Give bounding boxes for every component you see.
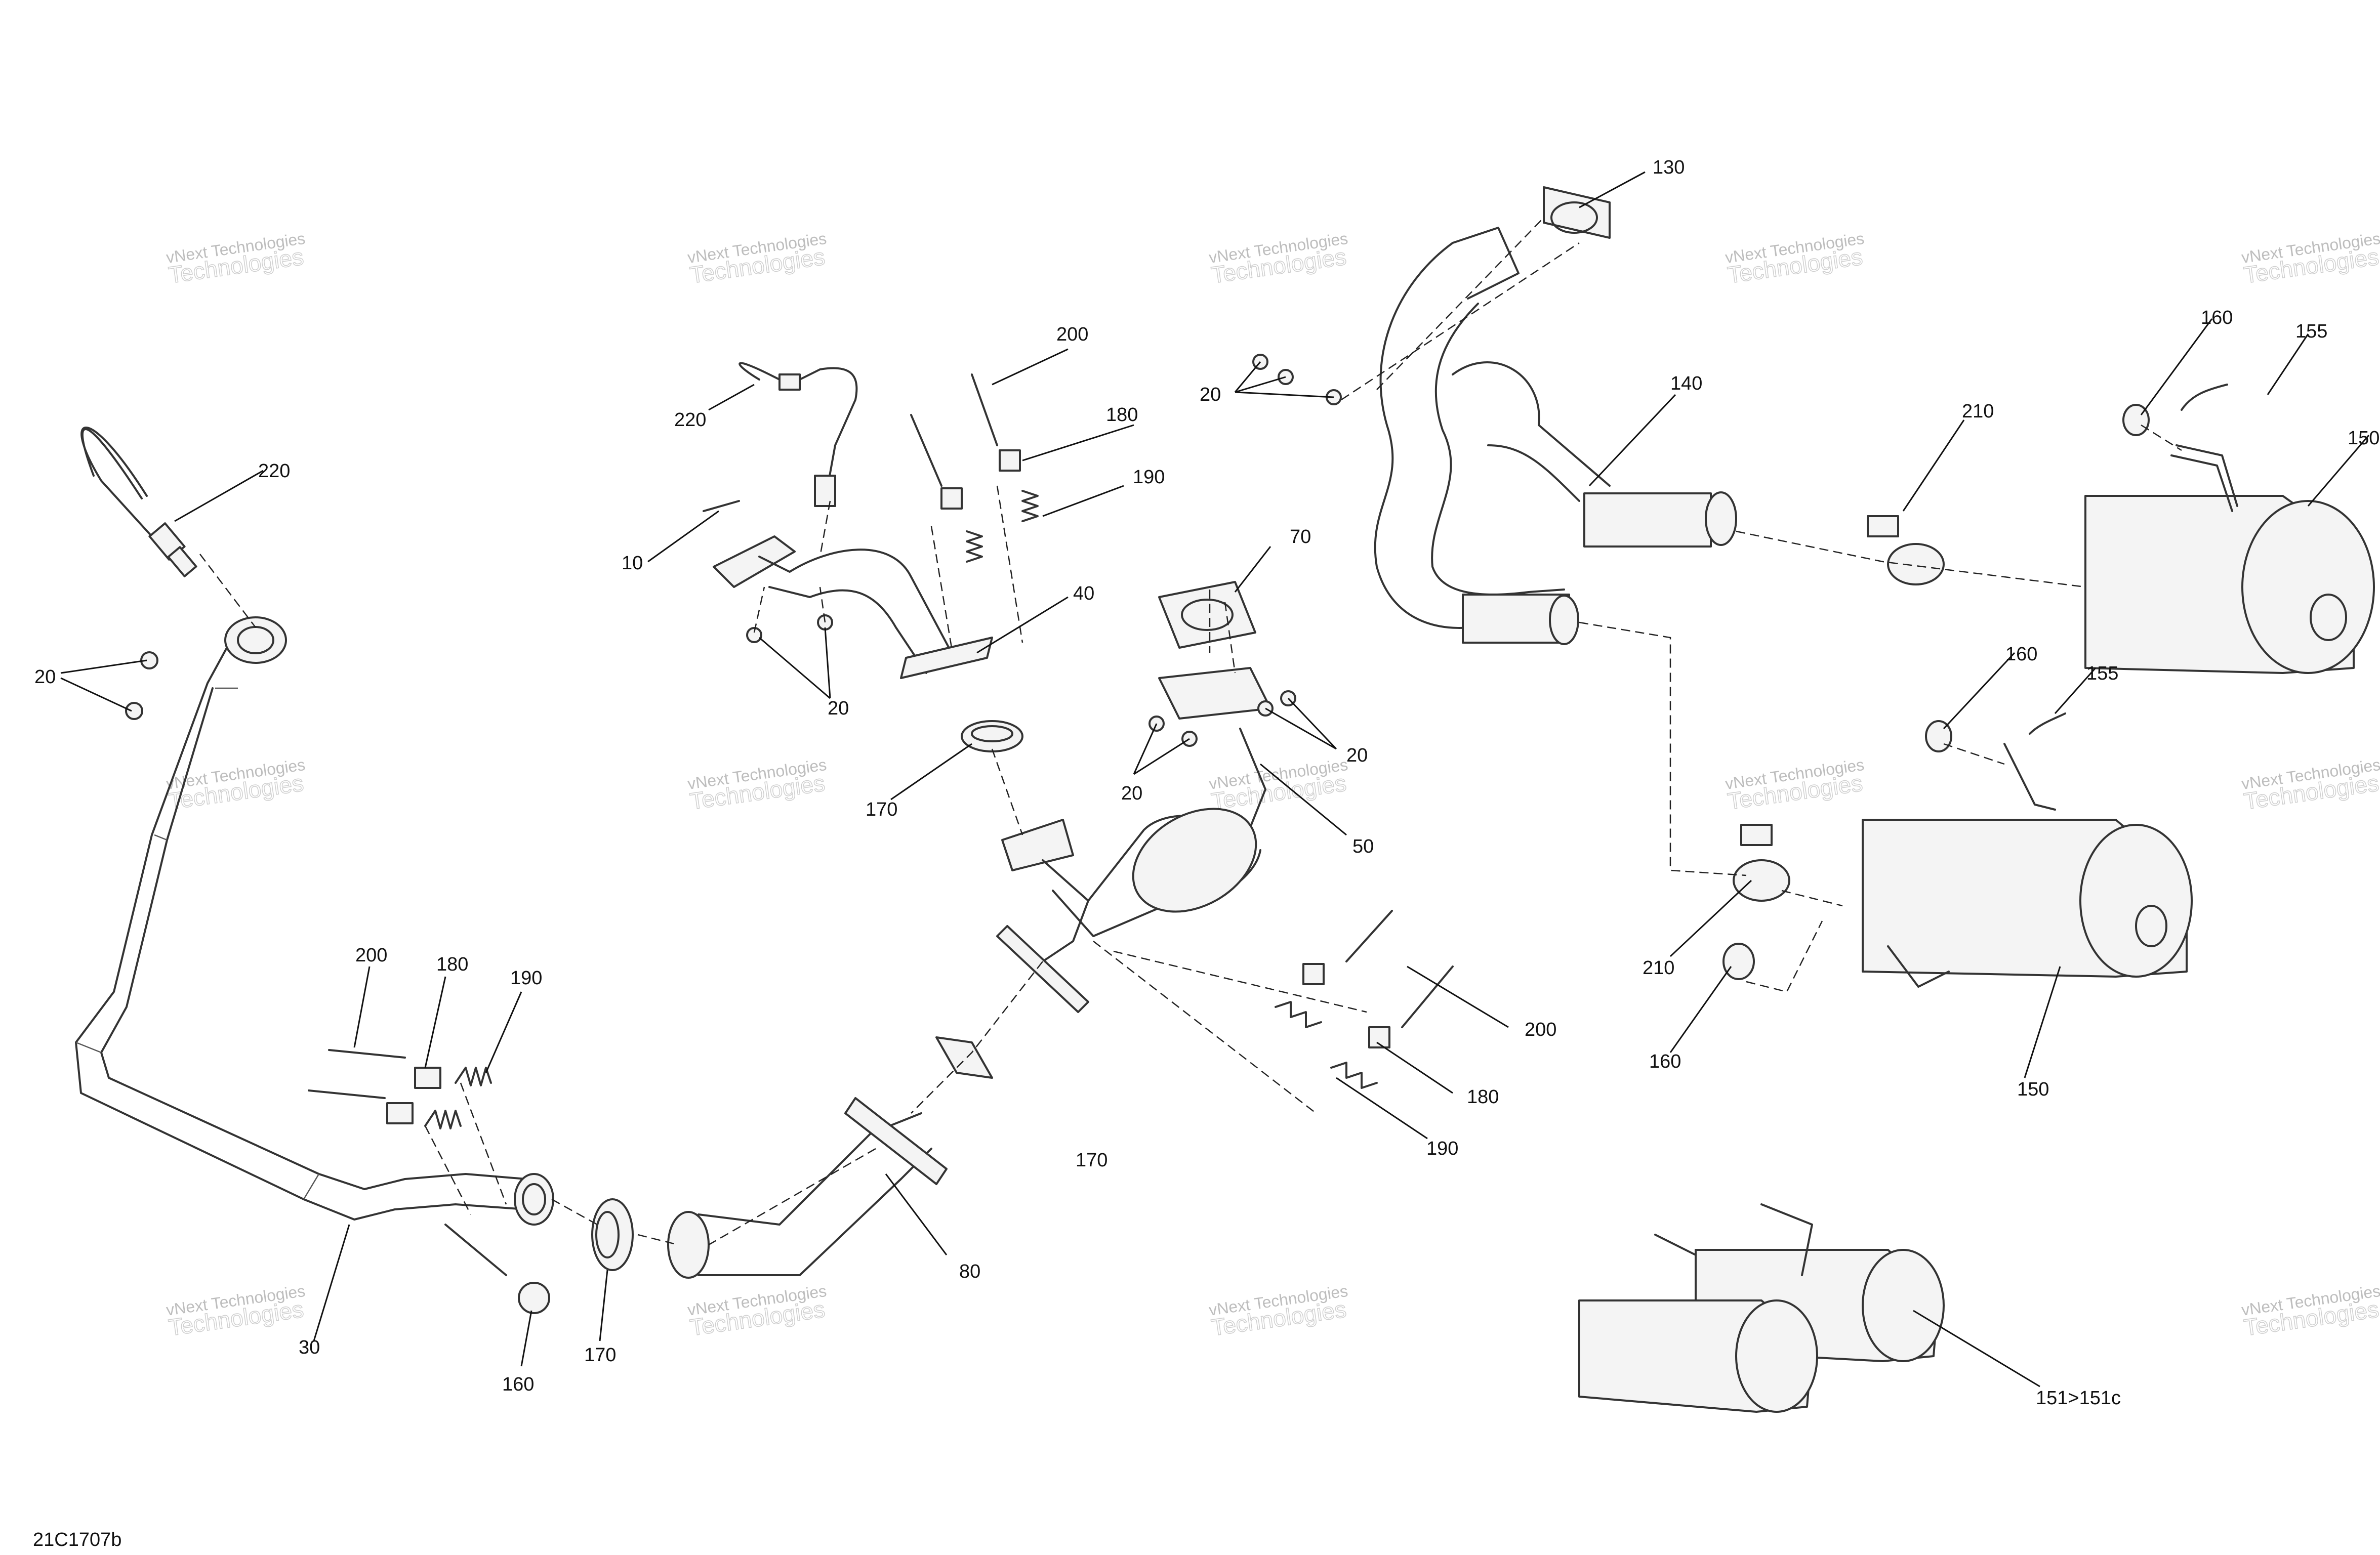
callout-210: 210 <box>1962 401 1994 422</box>
watermark: vNext Technologies Technologies <box>1208 755 1349 815</box>
bolt-spring-set-upper <box>910 373 1039 563</box>
watermark: vNext Technologies Technologies <box>2240 1282 2380 1341</box>
watermark: vNext Technologies Technologies <box>1724 229 1865 289</box>
callout-130: 130 <box>1653 157 1685 178</box>
bolt-spring-set-left <box>308 1049 550 1314</box>
callout-200: 200 <box>1056 324 1088 345</box>
oxygen-sensor-left <box>80 427 197 577</box>
sealing-ring-mid <box>935 1036 993 1079</box>
muffler-upper <box>2084 384 2375 674</box>
callout-160: 160 <box>2201 307 2233 328</box>
callout-190: 190 <box>510 968 542 989</box>
watermark: vNext Technologies Technologies <box>2240 755 2380 815</box>
watermark: vNext Technologies Technologies <box>1208 229 1349 289</box>
clamp-lower <box>1733 824 1790 902</box>
watermark: vNext Technologies Technologies <box>686 1282 828 1341</box>
sealing-ring-upper <box>961 720 1023 752</box>
callout-180: 180 <box>436 954 468 975</box>
watermark: vNext Technologies Technologies <box>165 1282 306 1341</box>
callout-220: 220 <box>674 409 706 431</box>
callout-210: 210 <box>1643 957 1674 979</box>
callout-220: 220 <box>258 460 290 482</box>
leader-lines <box>60 171 2370 1388</box>
callout-151-151c: 151>151c <box>2036 1388 2121 1409</box>
callout-190: 190 <box>1426 1138 1458 1159</box>
watermarks: vNext Technologies Technologies vNext Te… <box>165 229 2380 1341</box>
callout-150: 150 <box>2017 1079 2049 1100</box>
oxygen-sensor-upper <box>738 362 858 507</box>
watermark: vNext Technologies Technologies <box>165 229 306 289</box>
callout-200: 200 <box>355 945 387 966</box>
alignment-lines <box>199 217 2182 1246</box>
callout-10: 10 <box>622 553 643 574</box>
callout-160: 160 <box>1649 1051 1681 1072</box>
callout-180: 180 <box>1106 404 1138 426</box>
callout-155: 155 <box>2086 663 2118 684</box>
rear-header-pipe <box>703 500 993 679</box>
watermark: vNext Technologies Technologies <box>1724 755 1865 815</box>
clamp-upper <box>1867 515 1945 585</box>
callout-50: 50 <box>1352 836 1374 857</box>
callout-20: 20 <box>1346 745 1368 766</box>
callout-170: 170 <box>866 799 897 820</box>
callout-20: 20 <box>34 666 56 688</box>
callout-180: 180 <box>1467 1086 1499 1108</box>
callout-155: 155 <box>2295 321 2327 342</box>
drawing-code: 21C1707b <box>33 1529 121 1550</box>
callout-160: 160 <box>2005 644 2037 665</box>
callout-labels: 220 20 30 200 180 190 160 170 80 220 10 … <box>34 157 2379 1409</box>
callout-140: 140 <box>1670 373 1702 394</box>
watermark: vNext Technologies Technologies <box>686 755 828 815</box>
callout-20: 20 <box>1200 384 1221 405</box>
watermark: vNext Technologies Technologies <box>165 755 306 815</box>
callout-150: 150 <box>2348 428 2379 449</box>
catalytic-converter <box>996 581 1296 1013</box>
callout-190: 190 <box>1133 467 1165 488</box>
watermark: vNext Technologies Technologies <box>1208 1282 1349 1341</box>
callout-80: 80 <box>959 1261 980 1282</box>
bolt-spring-set-right <box>1275 910 1454 1089</box>
muffler-assembly-detail <box>1578 1203 1945 1413</box>
sealing-ring-bottom <box>591 1198 634 1271</box>
callout-170: 170 <box>584 1344 616 1366</box>
front-exhaust-pipe <box>75 616 554 1276</box>
callout-40: 40 <box>1073 583 1094 604</box>
callout-170: 170 <box>1076 1150 1107 1171</box>
nuts-left <box>125 651 158 720</box>
callout-20: 20 <box>1121 783 1142 804</box>
muffler-lower <box>1722 712 2193 988</box>
callout-200: 200 <box>1525 1019 1556 1040</box>
callout-30: 30 <box>299 1337 320 1358</box>
watermark: vNext Technologies Technologies <box>2240 229 2380 289</box>
watermark: vNext Technologies Technologies <box>686 229 828 289</box>
callout-160: 160 <box>502 1374 534 1395</box>
callout-20: 20 <box>828 698 849 719</box>
callout-70: 70 <box>1290 526 1311 548</box>
